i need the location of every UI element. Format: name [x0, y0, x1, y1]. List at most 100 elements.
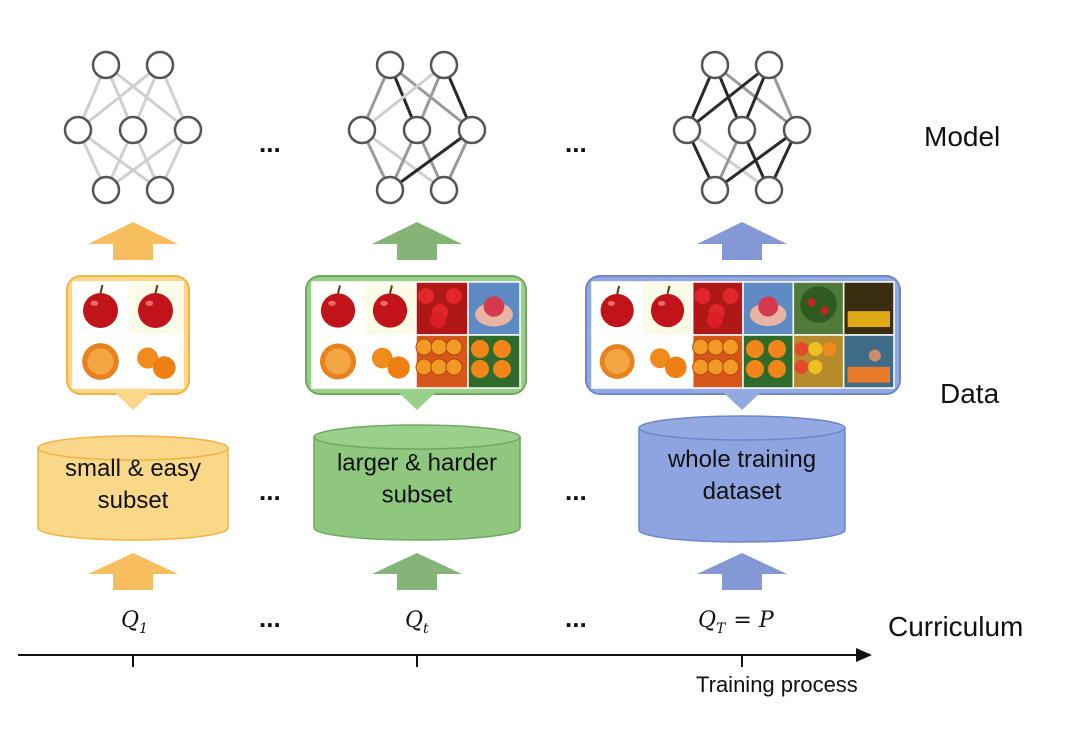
training-process-label: Training process	[696, 672, 858, 697]
q-subscript: T	[716, 621, 727, 637]
apple-highlight	[145, 300, 154, 306]
orange-icon	[137, 347, 159, 369]
network-node	[429, 175, 459, 205]
fruit-icon	[822, 342, 837, 356]
curriculum-row-label: Curriculum	[888, 611, 1023, 642]
network-node	[700, 175, 730, 205]
subset-label-line-2: subset	[98, 487, 169, 514]
apple-icon	[418, 288, 434, 304]
network-edge	[361, 63, 445, 132]
dataset-cylinder: small & easy subset	[37, 435, 229, 541]
orange-icon	[415, 358, 433, 376]
orange-icon	[387, 356, 410, 379]
subset-label-line-2: subset	[382, 482, 453, 509]
q-base: Q	[698, 608, 716, 633]
orange-icon	[415, 338, 433, 356]
up-arrow-data	[88, 553, 178, 590]
apple-highlight	[658, 301, 666, 307]
bubble-pointer	[399, 393, 435, 410]
apple-icon	[807, 298, 816, 307]
ellipsis-model-2: ...	[565, 128, 587, 158]
orange-icon	[722, 338, 740, 356]
dataset-cylinder: larger & harder subset	[313, 424, 521, 541]
network-edge	[105, 128, 189, 192]
orange-icon	[471, 360, 489, 378]
apple-stem	[389, 285, 393, 294]
curriculum-q-label: Q1	[121, 608, 148, 637]
orange-icon	[707, 358, 725, 376]
apple-stem	[616, 285, 621, 295]
network-node	[145, 50, 175, 80]
cylinder-body	[638, 427, 846, 543]
orange-icon	[493, 340, 511, 358]
apple-stem	[666, 285, 671, 295]
cylinder-body	[37, 447, 229, 541]
vendor-fruit	[847, 366, 890, 383]
orange-flesh	[325, 348, 351, 375]
network-node	[457, 115, 487, 145]
apple-icon	[83, 293, 118, 328]
ellipsis-model-1: ...	[259, 128, 281, 158]
data-sample-bubble	[66, 275, 190, 410]
orange-icon	[768, 360, 786, 378]
orange-icon	[371, 347, 393, 369]
network-edge	[686, 63, 770, 132]
network-node	[91, 175, 121, 205]
subset-label-line-1: larger & harder	[337, 450, 497, 477]
ellipsis-data-1: ...	[259, 476, 281, 506]
up-arrow-model	[372, 222, 462, 260]
subset-label-line-1: small & easy	[65, 455, 201, 482]
data-row-label: Data	[940, 378, 1000, 409]
orange-icon	[768, 340, 786, 358]
apple-highlight	[380, 300, 388, 306]
network-node	[63, 115, 93, 145]
apple-icon	[138, 293, 173, 328]
up-arrow-model	[697, 222, 787, 260]
cylinder-body	[313, 436, 521, 541]
q-base: Q	[405, 608, 423, 633]
training-axis-arrowhead	[856, 648, 872, 662]
apple-icon	[430, 312, 446, 328]
orange-icon	[471, 340, 489, 358]
ellipsis-data-2: ...	[565, 476, 587, 506]
q-base: Q	[121, 608, 139, 633]
neural-network-icon	[63, 50, 203, 205]
neural-network-icon	[672, 50, 812, 205]
ellipsis-curriculum-1: ...	[259, 603, 281, 633]
apple-icon	[706, 312, 723, 328]
apple-icon	[820, 306, 829, 315]
data-sample-bubble	[585, 275, 901, 410]
orange-flesh	[87, 348, 114, 375]
network-node	[782, 115, 812, 145]
orange-icon	[493, 360, 511, 378]
neural-network-icon	[347, 50, 487, 205]
network-node	[429, 50, 459, 80]
ellipsis-curriculum-2: ...	[565, 603, 587, 633]
orange-icon	[650, 348, 670, 369]
apple-icon	[694, 288, 711, 304]
apple-icon	[320, 293, 356, 328]
up-arrow-model	[88, 222, 178, 260]
network-node	[347, 115, 377, 145]
apple-stem	[154, 284, 159, 294]
network-node	[375, 175, 405, 205]
cylinder-top	[37, 435, 229, 461]
network-node	[754, 50, 784, 80]
network-node	[145, 175, 175, 205]
orange-icon	[692, 338, 710, 356]
apple-icon	[758, 296, 779, 317]
orange-icon	[746, 360, 764, 378]
vendor-figure	[868, 349, 881, 362]
network-edge	[714, 128, 798, 192]
q-subscript: t	[423, 621, 429, 637]
network-node	[754, 175, 784, 205]
stall-fruit	[847, 311, 890, 328]
orange-flesh	[604, 349, 630, 374]
cylinder-top	[638, 415, 846, 441]
tree-canopy	[800, 286, 837, 323]
network-node	[173, 115, 203, 145]
